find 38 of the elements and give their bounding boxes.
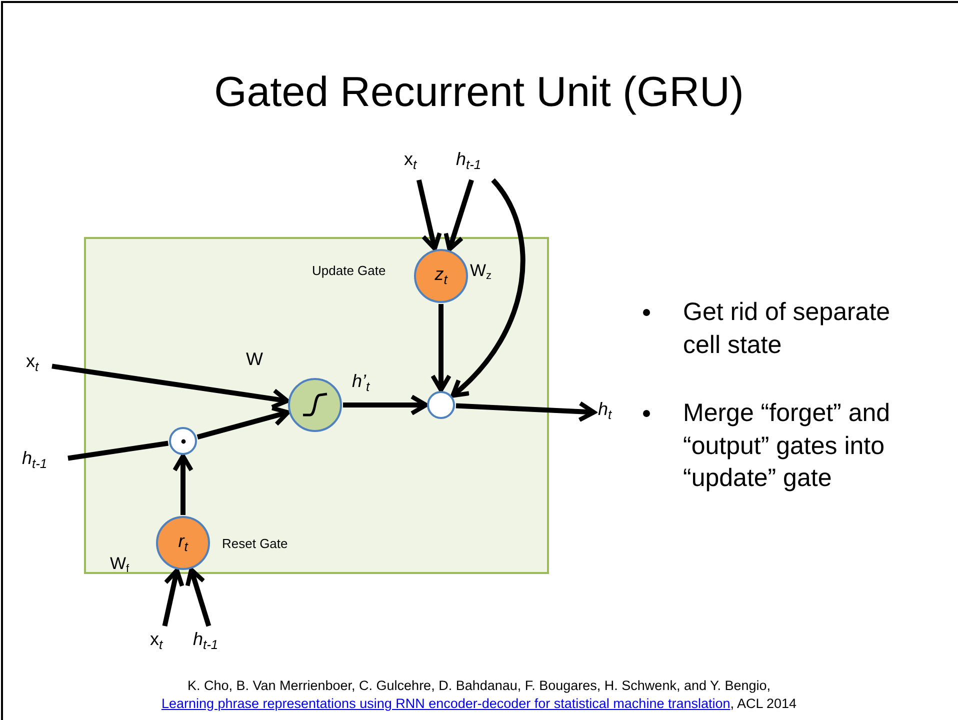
activation-circle [288, 378, 342, 432]
arrow [52, 364, 290, 410]
arrow [185, 568, 212, 627]
variable-label: h$_{t}$ [598, 400, 612, 422]
cell-panel [84, 237, 549, 574]
arrow [172, 454, 194, 515]
citation-venue: , ACL 2014 [730, 696, 797, 711]
gate-circle [414, 249, 468, 303]
arrow [444, 179, 474, 252]
variable-label: x$_{t}$ [26, 352, 39, 374]
edge-label: h’$_{t}$ [352, 372, 370, 394]
variable-label: h$_{t-1}$ [193, 630, 218, 652]
arrow [430, 304, 452, 392]
gate-label: Update Gate [312, 264, 386, 277]
variable-label: x$_{t}$ [150, 630, 163, 652]
multiply-circle [169, 427, 197, 455]
sum-circle [427, 391, 455, 419]
arrow [456, 401, 596, 422]
variable-label: x$_{t}$ [404, 150, 417, 172]
slide-title: Gated Recurrent Unit (GRU) [214, 68, 744, 116]
variable-label: h$_{t-1}$ [456, 150, 482, 172]
weight-label: W$_{z}$ [470, 262, 492, 282]
bullet-text: Merge “forget” and “output” gates into “update” gate [683, 398, 892, 494]
arrow [450, 178, 526, 398]
weight-label: W$_{f}$ [110, 555, 130, 575]
variable-label: r$_{t}$ [178, 532, 188, 554]
arrow [196, 406, 290, 440]
edge-label: W [246, 350, 263, 368]
citation-authors: K. Cho, B. Van Merrienboer, C. Gulcehre, D. Bahdanau, F. Bougares, H. Schwenk, and Y. Bengio, [187, 678, 771, 693]
gate-label: Reset Gate [222, 537, 288, 550]
arrow [162, 568, 184, 627]
variable-label: h$_{t-1}$ [22, 449, 48, 471]
gate-circle [156, 516, 210, 570]
variable-label: z$_{t}$ [434, 265, 448, 287]
bullet-text: Get rid of separate cell state [683, 297, 892, 360]
arrow [343, 394, 428, 416]
arrow [416, 179, 442, 251]
citation-link: Learning phrase representations using RNN encoder-decoder for statistical machine translation [161, 696, 730, 711]
